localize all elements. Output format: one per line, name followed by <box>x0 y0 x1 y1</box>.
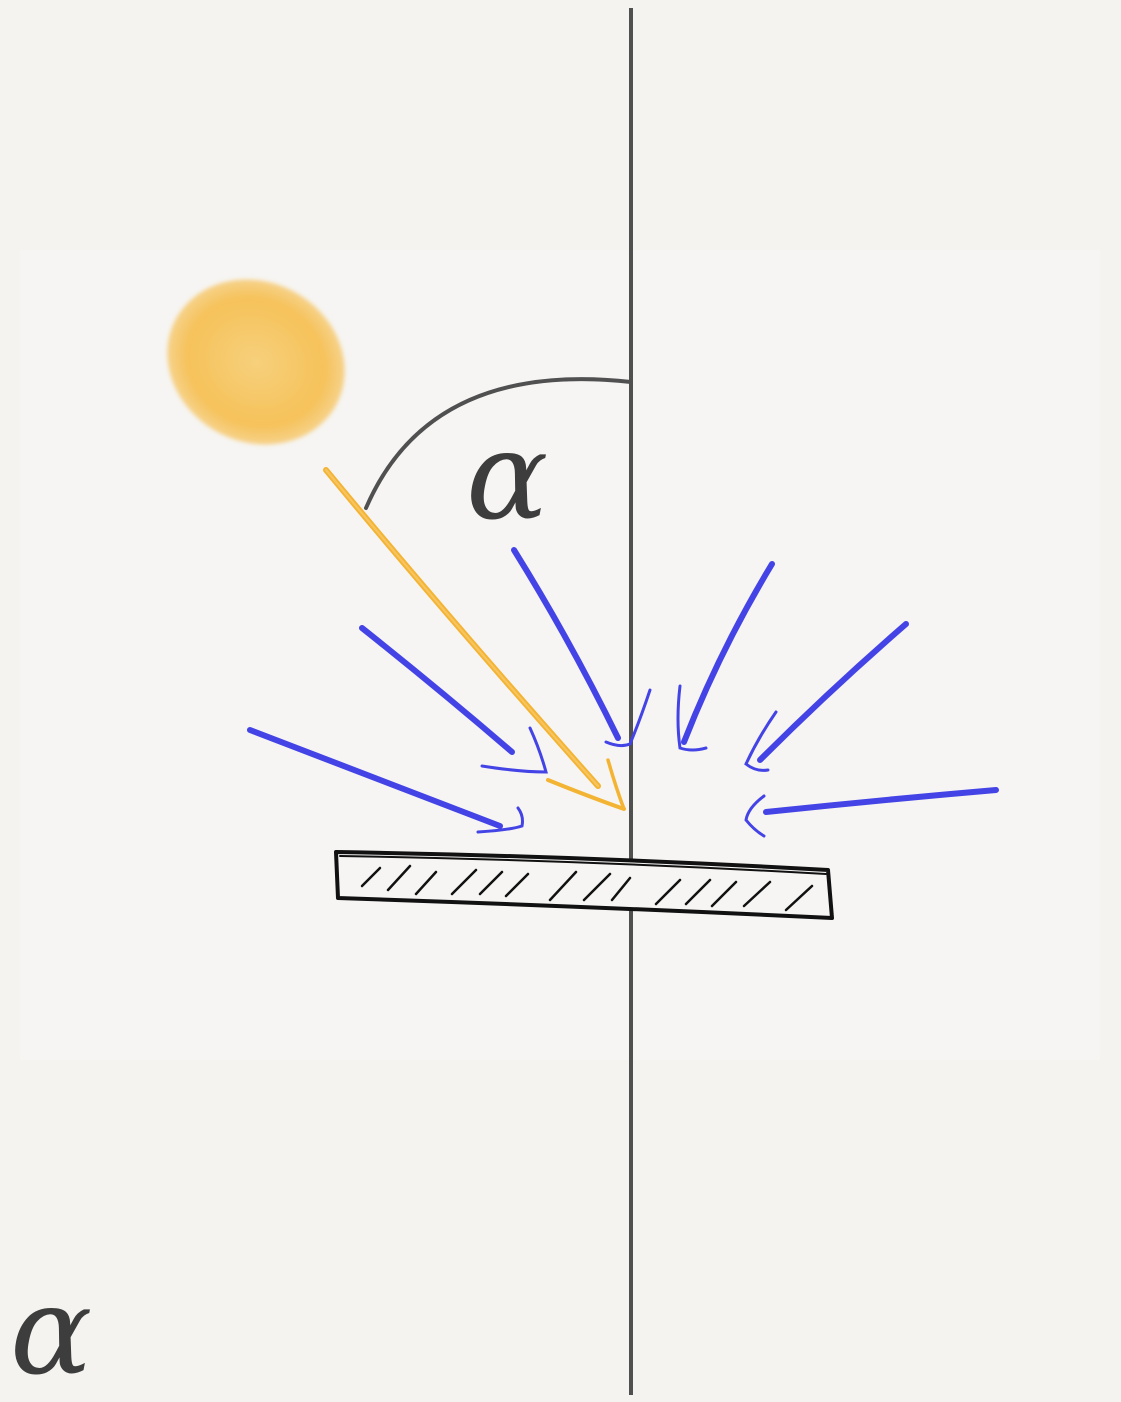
diffuse-ray <box>678 564 772 750</box>
corner-alpha-label: α <box>10 1270 92 1392</box>
diffuse-ray <box>746 790 996 836</box>
diffuse-ray <box>250 730 523 832</box>
diffuse-rays <box>250 550 996 836</box>
sun-icon <box>138 249 374 476</box>
diffuse-ray <box>746 624 906 770</box>
hatched-surface-icon <box>336 852 832 918</box>
angle-alpha-label: α <box>466 415 548 537</box>
